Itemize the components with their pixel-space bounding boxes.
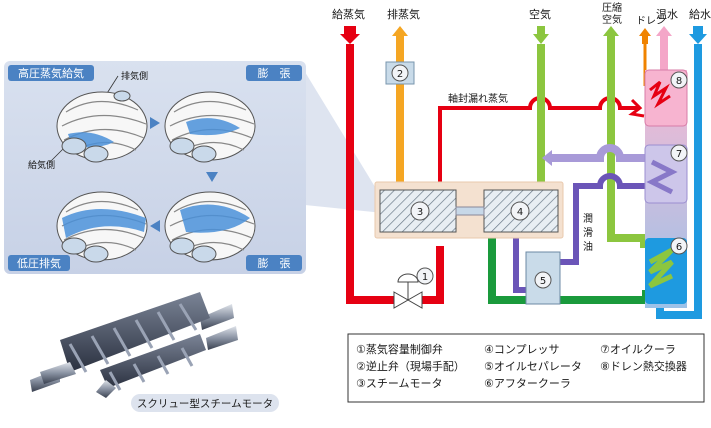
- flow-arrow-right: [150, 117, 160, 129]
- svg-text:7: 7: [676, 149, 682, 160]
- rotor-stage-2: [164, 91, 256, 163]
- label-steam-supply: 給蒸気: [332, 7, 365, 21]
- label-compressed-2: 空気: [602, 13, 622, 26]
- label-box-lp-exhaust: [8, 255, 70, 271]
- arrow-drain-out: [639, 28, 651, 44]
- label-box-hp-supply: [8, 65, 94, 81]
- legend-item-7: ⑦オイルクーラ: [600, 343, 676, 356]
- arrow-water-in: [689, 26, 707, 44]
- pipe-oil-return: [548, 144, 646, 162]
- label-lube-1: 潤: [583, 213, 593, 225]
- flow-arrow-left: [150, 220, 160, 232]
- arrow-air-in: [533, 26, 549, 44]
- pipe-steam-supply: [346, 44, 400, 304]
- legend-item-3: ③スチームモータ: [356, 377, 443, 390]
- arrow-exhaust-out: [392, 26, 408, 44]
- pipe-steam-to-motor: [416, 246, 444, 304]
- rotor-stage-3: [164, 191, 256, 263]
- svg-text:3: 3: [417, 207, 423, 218]
- legend-item-6: ⑥アフタークーラ: [484, 377, 571, 390]
- label-air: 空気: [529, 7, 551, 21]
- panel-callout: [305, 72, 383, 213]
- screw-motor-photo: [30, 292, 238, 398]
- legend-item-8: ⑧ドレン熱交換器: [600, 360, 687, 373]
- svg-text:8: 8: [676, 76, 682, 87]
- label-hp-supply: 高圧蒸気給気: [18, 66, 84, 80]
- legend-item-5: ⑤オイルセパレータ: [484, 360, 582, 373]
- label-expansion-bottom: 膨 張: [258, 256, 291, 270]
- label-supply-side: 給気側: [28, 159, 55, 171]
- steam-control-valve: [393, 273, 423, 309]
- badge-3: [410, 201, 430, 221]
- steam-motor: [379, 189, 457, 233]
- label-expansion-top: 膨 張: [258, 66, 291, 80]
- label-exhaust-side: 排気側: [121, 70, 148, 82]
- label-lp-exhaust: 低圧排気: [17, 256, 61, 270]
- flow-arrow-down: [206, 172, 218, 182]
- rotor-stage-4: [56, 191, 148, 263]
- arrow-steam-in: [340, 26, 360, 44]
- legend-item-4: ④コンプレッサ: [484, 343, 560, 356]
- arrow-air-out: [603, 26, 619, 44]
- label-box-expansion-top: [246, 65, 302, 81]
- label-feed-water: 給水: [689, 7, 711, 21]
- label-steam-exhaust: 排蒸気: [387, 7, 420, 21]
- svg-text:2: 2: [397, 69, 403, 80]
- pipe-oil-supply: [556, 173, 646, 265]
- rotor-stage-1: [56, 90, 148, 163]
- legend-item-2: ②逆止弁（現場手配）: [356, 360, 465, 373]
- svg-text:5: 5: [540, 276, 546, 287]
- label-lube-3: 油: [583, 240, 593, 253]
- label-box-expansion-bottom: [246, 255, 302, 271]
- badge-1: [416, 267, 434, 285]
- label-lube-2: 滑: [583, 227, 593, 239]
- svg-text:1: 1: [422, 272, 428, 283]
- arrow-hot-water-out: [656, 26, 672, 44]
- svg-text:4: 4: [517, 207, 523, 218]
- badge-4: [510, 201, 530, 221]
- svg-text:6: 6: [676, 242, 682, 253]
- label-shaft-leak: 軸封漏れ蒸気: [448, 92, 508, 105]
- label-drain: ドレン: [636, 16, 666, 27]
- label-compressed-1: 圧縮: [602, 1, 622, 14]
- pipe-shaft-leak: [438, 96, 640, 183]
- pipe-compressed-air: [607, 44, 648, 248]
- legend-item-1: ①蒸気容量制御弁: [356, 343, 443, 356]
- photo-caption-pill: [131, 394, 279, 412]
- label-hot-water: 温水: [656, 8, 678, 21]
- legend-box: [347, 333, 705, 403]
- photo-caption: スクリュー型スチームモータ: [137, 397, 273, 410]
